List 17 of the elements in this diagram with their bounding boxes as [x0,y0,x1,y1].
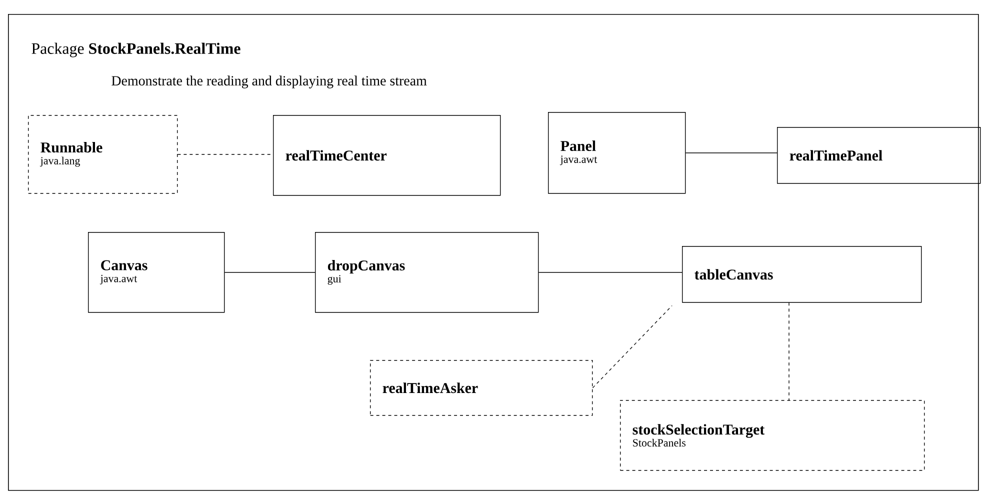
class-box: tableCanvas [682,246,922,303]
package-title: Package StockPanels.RealTime [32,42,240,58]
interface-box: stockSelectionTarget StockPanels [620,400,925,471]
class-box: Panel java.awt [548,112,686,194]
connector-line [685,152,778,154]
connector-line [592,305,672,388]
class-box: dropCanvas gui [315,232,539,313]
class-box: Canvas java.awt [88,232,225,313]
connector-line [224,272,316,273]
connector-line [788,302,790,400]
interface-box: realTimeAsker [370,360,593,416]
connector-line [538,272,682,273]
interface-box: Runnable java.lang [28,115,178,194]
connector-line [177,154,274,155]
class-box: realTimePanel [777,127,981,184]
class-box: realTimeCenter [273,115,501,196]
package-description: Demonstrate the reading and displaying real time stream [112,76,427,88]
